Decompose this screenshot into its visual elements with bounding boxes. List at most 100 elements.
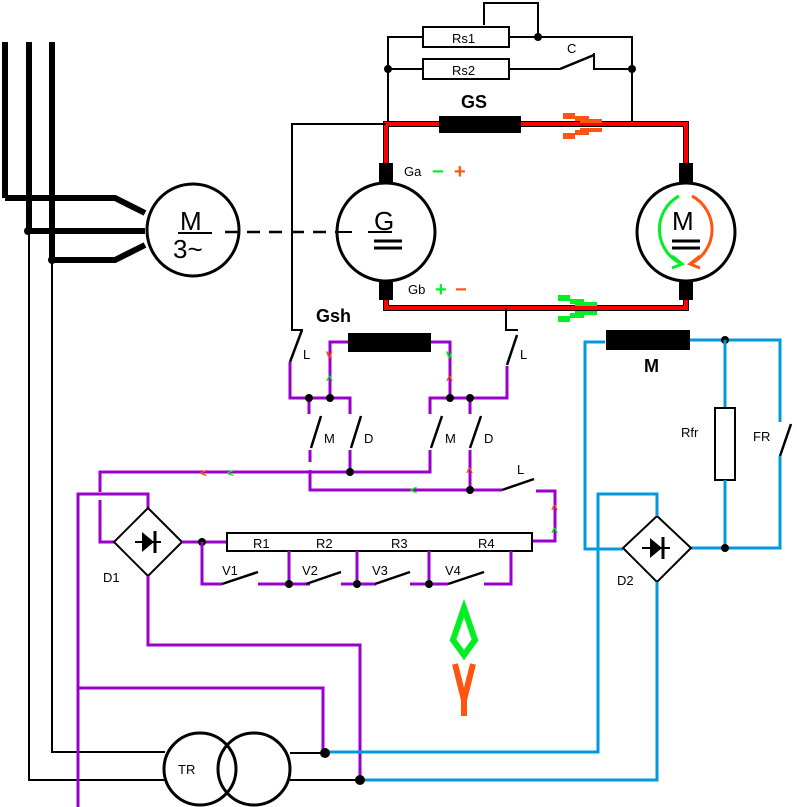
l-bottom-label: L	[517, 462, 524, 477]
svg-text:<: <	[410, 483, 417, 497]
gsh-label: Gsh	[316, 306, 351, 326]
phase-feed-3	[52, 242, 147, 263]
svg-text:^: ^	[551, 525, 558, 539]
series-field-network: Rs1 Rs2 C GS	[384, 2, 636, 124]
junction-dot	[285, 580, 293, 588]
d2-label: D2	[617, 573, 634, 588]
three-phase-supply	[2, 42, 165, 781]
contact-fr	[778, 423, 793, 457]
gb-polarity-orange: −	[455, 279, 467, 301]
svg-text:^: ^	[466, 465, 473, 479]
transformer-tr: TR	[162, 731, 365, 807]
contact-d-left	[349, 415, 363, 449]
motor-brush-top	[679, 163, 693, 183]
motor-brush-bottom	[679, 280, 693, 300]
v2-label: V2	[302, 563, 318, 578]
contact-v1	[221, 570, 259, 586]
junction-dot	[48, 256, 56, 264]
generator-brush-ga	[379, 163, 393, 183]
junction-dot	[346, 468, 354, 476]
generator-letter: G	[374, 206, 394, 236]
current-direction-arrow-icon	[558, 295, 597, 322]
field-rectifier-d1: D1 R1 R2 R3 R4 V1 V2 V3 V4	[76, 492, 533, 807]
r1-label: R1	[253, 536, 270, 551]
junction-dot	[326, 394, 334, 402]
ga-polarity-orange: +	[454, 161, 466, 183]
tr-label: TR	[178, 762, 195, 777]
svg-text:<: <	[200, 466, 207, 480]
rs1-label: Rs1	[452, 31, 475, 46]
junction-dot	[24, 227, 32, 235]
gs-label: GS	[461, 92, 487, 112]
motor-field-circuit: M Rfr FR D2	[328, 330, 793, 782]
junction-dot	[425, 580, 433, 588]
fr-label: FR	[753, 429, 770, 444]
d1-label: D1	[103, 570, 120, 585]
generator-brush-gb	[379, 280, 393, 300]
r4-label: R4	[478, 536, 495, 551]
junction-dot	[628, 65, 636, 73]
svg-text:v: v	[446, 347, 453, 361]
junction-dot	[320, 748, 330, 758]
m-field-label: M	[644, 356, 659, 376]
resistor-rs1	[422, 26, 510, 48]
svg-text:^: ^	[446, 373, 453, 387]
m-left-label: M	[324, 431, 335, 446]
r3-label: R3	[391, 536, 408, 551]
armature-loop	[383, 113, 689, 322]
contact-v3	[374, 570, 411, 586]
contact-d-right	[468, 415, 483, 449]
svg-text:^: ^	[326, 373, 333, 387]
resistor-rfr	[714, 407, 736, 481]
direction-indicator-icon	[449, 598, 479, 716]
junction-dot	[305, 394, 313, 402]
transformer-primary-winding	[162, 731, 238, 807]
induction-motor: M 3~	[145, 182, 241, 278]
contact-c	[559, 53, 595, 71]
generator-shunt-field: L L Gsh M D M D L <	[98, 123, 558, 544]
v3-label: V3	[372, 563, 388, 578]
junction-dot	[446, 394, 454, 402]
dc-motor-letter: M	[672, 206, 694, 236]
generator: G Ga − + Gb + −	[335, 161, 467, 301]
dc-motor: M	[635, 163, 737, 300]
contact-m-right	[429, 415, 444, 449]
ga-polarity-green: −	[432, 161, 444, 183]
junction-dot	[355, 775, 365, 785]
contact-v4	[447, 570, 485, 586]
l-left-label: L	[303, 347, 310, 362]
r2-label: R2	[316, 536, 333, 551]
dc-motor-circle	[635, 181, 737, 283]
junction-dot	[721, 544, 729, 552]
gb-polarity-green: +	[435, 279, 447, 301]
current-direction-arrow-icon: < < < v ^ v ^ ^ ^ ^	[200, 347, 558, 539]
d-left-label: D	[364, 431, 373, 446]
tr-primary-feed-1	[28, 234, 165, 781]
contact-v2	[305, 570, 342, 586]
junction-dot	[384, 65, 392, 73]
contact-l-left	[288, 329, 304, 363]
transformer-secondary-winding	[216, 731, 292, 807]
contact-l-bottom	[501, 477, 535, 492]
v1-label: V1	[222, 563, 238, 578]
v4-label: V4	[445, 563, 461, 578]
svg-text:^: ^	[551, 502, 558, 516]
svg-text:v: v	[326, 347, 333, 361]
contact-m-left	[309, 415, 323, 449]
tr-primary-feed-2	[51, 262, 165, 753]
l-right-label: L	[520, 347, 527, 362]
induction-motor-subscript: 3~	[173, 234, 203, 264]
junction-dot	[466, 486, 474, 494]
c-label: C	[567, 41, 576, 56]
rs2-label: Rs2	[452, 63, 475, 78]
rfr-label: Rfr	[681, 425, 699, 440]
induction-motor-circle	[145, 182, 241, 278]
ga-label: Ga	[404, 164, 422, 179]
motor-field-coil-m	[606, 330, 690, 350]
junction-dot	[466, 394, 474, 402]
series-field-coil-gs	[439, 116, 521, 133]
phase-feed-1	[5, 195, 147, 216]
resistor-ladder-r1-r4	[226, 532, 533, 552]
gb-label: Gb	[408, 282, 425, 297]
